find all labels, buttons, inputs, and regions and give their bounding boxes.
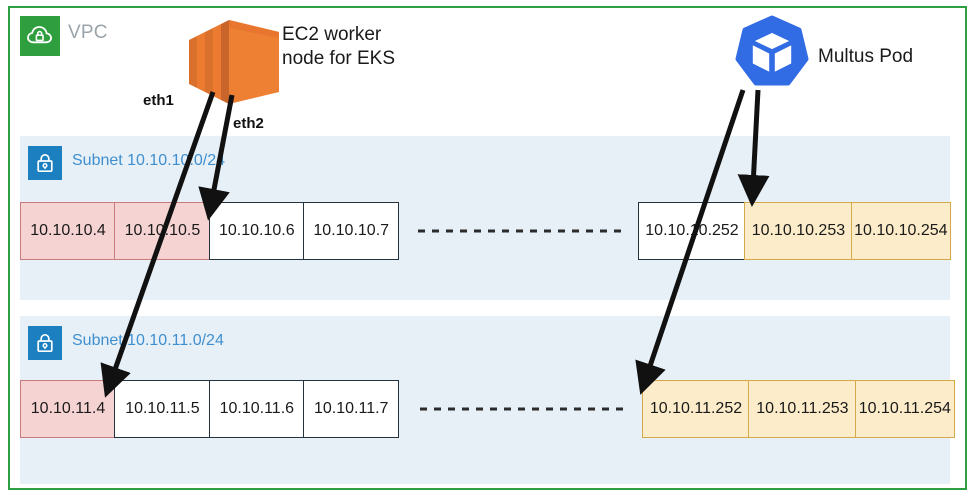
ip-row-subnet2-high: 10.10.11.252 10.10.11.253 10.10.11.254: [642, 380, 955, 438]
ip-cell[interactable]: 10.10.11.7: [303, 380, 400, 438]
ip-row-subnet1-low: 10.10.10.4 10.10.10.5 10.10.10.6 10.10.1…: [20, 202, 400, 260]
ip-cell[interactable]: 10.10.10.7: [303, 202, 400, 260]
ip-cell[interactable]: 10.10.10.254: [850, 202, 951, 260]
eth1-label: eth1: [143, 92, 174, 109]
ip-row-subnet2-low: 10.10.11.4 10.10.11.5 10.10.11.6 10.10.1…: [20, 380, 400, 438]
ip-cell[interactable]: 10.10.11.254: [854, 380, 955, 438]
vpc-label: VPC: [68, 22, 108, 43]
ec2-instance-icon: [183, 18, 287, 110]
ip-cell[interactable]: 10.10.11.6: [208, 380, 305, 438]
ip-cell[interactable]: 10.10.10.5: [114, 202, 211, 260]
subnet-label-1: Subnet 10.10.10.0/24: [72, 152, 226, 169]
vpc-cloud-lock-icon: [20, 16, 60, 56]
multus-pod-label: Multus Pod: [818, 46, 914, 67]
ip-row-subnet1-high: 10.10.10.252 10.10.10.253 10.10.10.254: [638, 202, 951, 260]
subnet-label-2: Subnet 10.10.11.0/24: [72, 332, 224, 349]
subnet-lock-icon: [28, 326, 62, 360]
ip-cell[interactable]: 10.10.10.6: [208, 202, 305, 260]
subnet-lock-icon: [28, 146, 62, 180]
ip-cell[interactable]: 10.10.11.252: [642, 380, 750, 438]
kubernetes-pod-icon: [733, 15, 811, 93]
ip-cell[interactable]: 10.10.10.4: [20, 202, 116, 260]
eth2-label: eth2: [233, 115, 264, 132]
ip-cell[interactable]: 10.10.10.253: [744, 202, 853, 260]
ec2-node-label: EC2 worker node for EKS: [282, 24, 396, 70]
ip-cell[interactable]: 10.10.10.252: [638, 202, 746, 260]
ip-cell[interactable]: 10.10.11.5: [114, 380, 211, 438]
ip-cell[interactable]: 10.10.11.4: [20, 380, 116, 438]
ip-cell[interactable]: 10.10.11.253: [748, 380, 857, 438]
